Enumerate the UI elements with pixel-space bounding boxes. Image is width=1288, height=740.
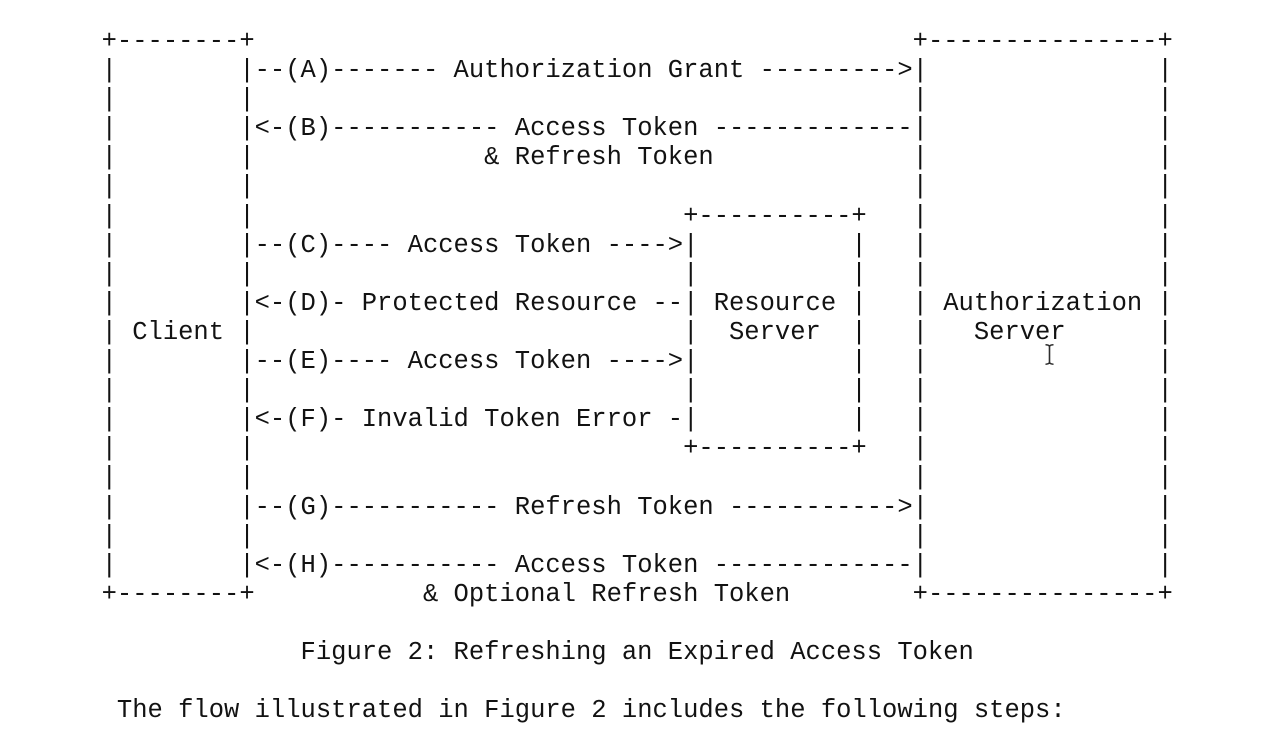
ibeam-cursor — [1043, 343, 1056, 366]
oauth-token-refresh-ascii-diagram: +--------+ +---------------+ | |--(A)---… — [101, 27, 1173, 609]
body-paragraph: The flow illustrated in Figure 2 include… — [116, 696, 1066, 726]
ibeam-cursor-glyph — [1045, 344, 1054, 365]
figure-2-caption: Figure 2: Refreshing an Expired Access T… — [300, 637, 974, 667]
rfc-oauth-document-page: +--------+ +---------------+ | |--(A)---… — [71, 27, 1173, 725]
